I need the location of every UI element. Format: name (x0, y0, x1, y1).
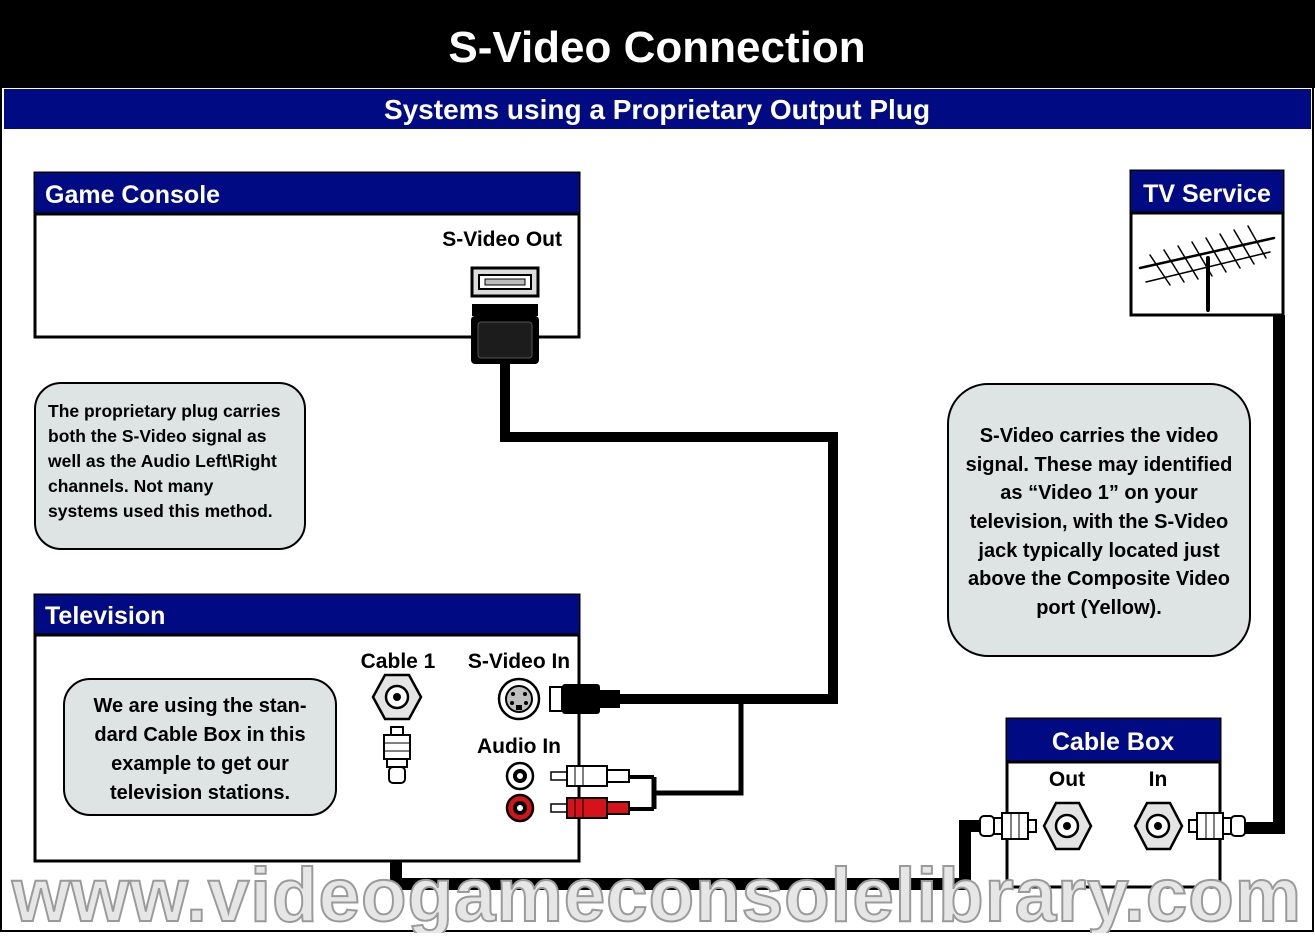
coax-jack-icon (371, 673, 423, 721)
antenna-icon (1138, 225, 1276, 312)
note-line: jack typically located just (977, 540, 1220, 562)
note-line: We are using the stan- (93, 695, 306, 717)
svideo-out-label: S-Video Out (442, 228, 562, 251)
audio-right-jack-icon (505, 793, 535, 823)
svideo-cable (500, 364, 838, 704)
cable-1-label: Cable 1 (361, 650, 436, 673)
game-console-header (35, 173, 579, 214)
watermark: www.videogameconsolelibrary.com (11, 853, 1302, 933)
television-header (35, 595, 579, 635)
note-line: well as the Audio Left\Right (47, 451, 277, 471)
cable-box: Cable Box Out In (1005, 717, 1222, 889)
cable-box-in-jack-icon (1133, 801, 1184, 851)
cable-box-title: Cable Box (1052, 728, 1174, 756)
note-line: television stations. (110, 782, 290, 804)
subtitle-bar (4, 89, 1311, 129)
note-line: both the S-Video signal as (48, 426, 267, 446)
television-note: We are using the stan- dard Cable Box in… (63, 678, 337, 816)
note-line: S-Video carries the video (980, 425, 1219, 447)
note-line: dard Cable Box in this (94, 724, 305, 746)
svideo-plug-icon (549, 684, 620, 714)
tv-service-box: TV Service (1129, 169, 1285, 317)
svideo-in-label: S-Video In (468, 650, 570, 673)
cable-box-out-jack-icon (1042, 801, 1093, 851)
coax-plug-icon (383, 726, 411, 784)
tv-service-title: TV Service (1143, 180, 1271, 208)
coax-plug-in-icon (1188, 812, 1246, 840)
cable-box-out-label: Out (1049, 768, 1085, 791)
title-bar (0, 0, 1315, 88)
television-box: Television Cable 1 S-Video In Audio In W… (33, 593, 630, 863)
coax-plug-out-icon (979, 812, 1037, 840)
coax-cable-antenna (1243, 315, 1285, 834)
note-line: port (Yellow). (1036, 597, 1162, 619)
svideo-note: S-Video carries the video signal. These … (947, 383, 1251, 657)
note-line: The proprietary plug carries (48, 401, 281, 421)
page-subtitle: Systems using a Proprietary Output Plug (384, 94, 930, 125)
svideo-in-jack-icon (497, 677, 541, 721)
note-line: signal. These may identified (966, 454, 1233, 476)
page-title: S-Video Connection (448, 23, 865, 72)
rca-plug-red-icon (550, 797, 630, 819)
tv-service-header (1131, 171, 1283, 213)
cable-box-header (1007, 719, 1220, 762)
proprietary-plug-icon (471, 304, 539, 364)
game-console-note: The proprietary plug carries both the S-… (34, 382, 306, 550)
proprietary-port-icon (470, 266, 540, 298)
note-line: channels. Not many (48, 476, 214, 496)
note-line: above the Composite Video (968, 568, 1230, 590)
note-line: example to get our (111, 753, 289, 775)
audio-left-jack-icon (505, 761, 535, 791)
note-line: systems used this method. (48, 501, 273, 521)
audio-branch-cable (654, 699, 744, 796)
cable-box-in-label: In (1149, 768, 1168, 791)
rca-plug-white-icon (550, 765, 630, 787)
note-line: television, with the S-Video (970, 511, 1229, 533)
audio-in-label: Audio In (477, 735, 561, 758)
game-console-title: Game Console (45, 181, 220, 209)
note-line: as “Video 1” on your (1000, 482, 1198, 504)
television-title: Television (45, 602, 165, 630)
